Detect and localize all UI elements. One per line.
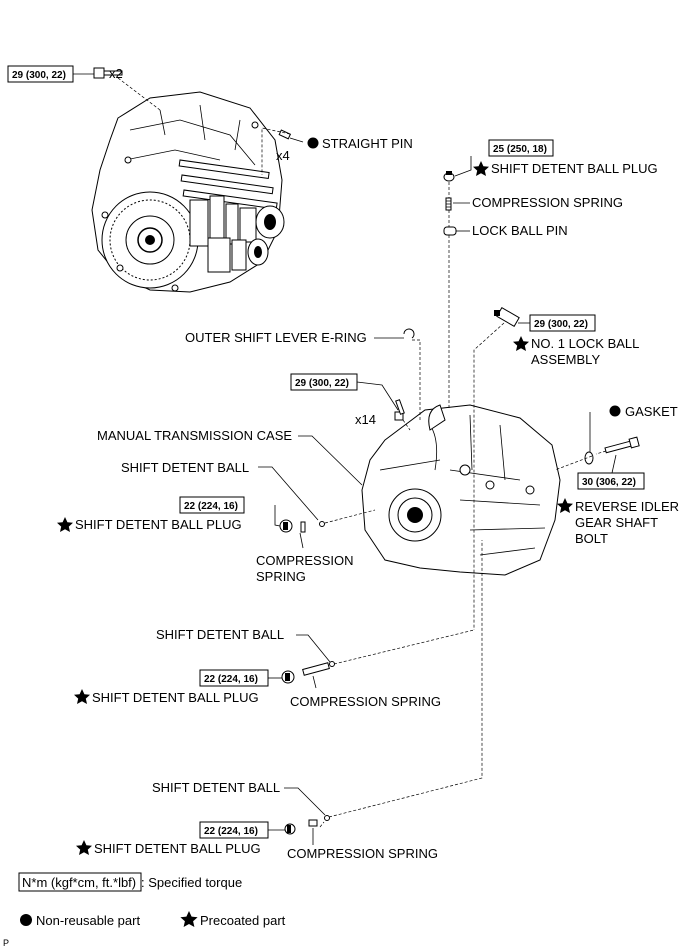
torque-box-plug2: 22 (224, 16) bbox=[199, 669, 269, 687]
plug3-label: SHIFT DETENT BALL PLUG bbox=[94, 841, 261, 856]
case-label: MANUAL TRANSMISSION CASE bbox=[97, 428, 292, 443]
plug1-label: SHIFT DETENT BALL PLUG bbox=[75, 517, 242, 532]
idler-label-line1: REVERSE IDLER bbox=[575, 499, 679, 514]
legend-non-reusable: Non-reusable part bbox=[36, 913, 140, 928]
ball3-label: SHIFT DETENT BALL bbox=[152, 780, 280, 795]
non-reusable-icon-straight-pin bbox=[307, 137, 319, 149]
lock-ball-label-line1: NO. 1 LOCK BALL bbox=[531, 336, 639, 351]
plug2-label: SHIFT DETENT BALL PLUG bbox=[92, 690, 259, 705]
svg-text:22 (224, 16): 22 (224, 16) bbox=[204, 674, 258, 685]
torque-box-idler: 30 (306, 22) bbox=[577, 472, 645, 490]
idler-label-line3: BOLT bbox=[575, 531, 608, 546]
spring1-label-line2: SPRING bbox=[256, 569, 306, 584]
torque-box-lock-ball: 29 (300, 22) bbox=[529, 314, 596, 332]
leader-lines bbox=[73, 73, 617, 845]
gasket-label: GASKET bbox=[625, 404, 678, 419]
spring3-label: COMPRESSION SPRING bbox=[287, 846, 438, 861]
svg-text:22 (224, 16): 22 (224, 16) bbox=[204, 826, 258, 837]
ball1-label: SHIFT DETENT BALL bbox=[121, 460, 249, 475]
torque-box-top-bolt: 29 (300, 22) bbox=[7, 65, 74, 83]
legend: N*m (kgf*cm, ft.*lbf) : Specified torque… bbox=[18, 872, 286, 928]
lock-ball-assembly-part bbox=[494, 306, 520, 328]
torque-box-plug1: 22 (224, 16) bbox=[179, 496, 245, 514]
e-ring-label: OUTER SHIFT LEVER E-RING bbox=[185, 330, 367, 345]
lock-ball-label-line2: ASSEMBLY bbox=[531, 352, 600, 367]
ball2-label: SHIFT DETENT BALL bbox=[156, 627, 284, 642]
precoated-icon-plug2 bbox=[74, 689, 90, 704]
upper-plug-part bbox=[443, 171, 455, 182]
svg-text:25 (250, 18): 25 (250, 18) bbox=[493, 144, 547, 155]
legend-torque-unit: N*m (kgf*cm, ft.*lbf) bbox=[22, 875, 136, 890]
spring2-label: COMPRESSION SPRING bbox=[290, 694, 441, 709]
case-bolt-part bbox=[394, 399, 405, 421]
torque-box-upper-plug: 25 (250, 18) bbox=[488, 139, 554, 157]
straight-pin-part bbox=[278, 129, 292, 140]
legend-torque-box bbox=[18, 872, 142, 892]
idler-bolt-part bbox=[604, 436, 640, 454]
torque-box-case-bolt: 29 (300, 22) bbox=[290, 373, 358, 391]
detent-set-1-parts bbox=[279, 519, 325, 533]
torque-box-plug3: 22 (224, 16) bbox=[199, 821, 269, 839]
non-reusable-legend-icon bbox=[20, 914, 32, 926]
precoated-icon-plug3 bbox=[76, 840, 92, 855]
case-bolt-qty: x14 bbox=[355, 412, 376, 427]
precoated-icon-lock-ball bbox=[513, 336, 529, 351]
svg-text:29 (300, 22): 29 (300, 22) bbox=[534, 319, 588, 330]
straight-pin-label: STRAIGHT PIN bbox=[322, 136, 413, 151]
upper-spring-label: COMPRESSION SPRING bbox=[472, 195, 623, 210]
precoated-legend-icon bbox=[180, 911, 198, 927]
svg-text:30 (306, 22): 30 (306, 22) bbox=[582, 477, 636, 488]
detent-set-3-parts bbox=[284, 815, 330, 835]
spring1-label-line1: COMPRESSION bbox=[256, 553, 354, 568]
detent-set-2-parts bbox=[281, 661, 335, 684]
lock-ball-pin-part bbox=[443, 226, 457, 236]
lock-ball-pin-label: LOCK BALL PIN bbox=[472, 223, 568, 238]
precoated-icon-upper-plug bbox=[473, 161, 489, 176]
top-bolt-qty: x2 bbox=[109, 66, 123, 81]
idler-label-line2: GEAR SHAFT bbox=[575, 515, 658, 530]
footer-code: P bbox=[3, 938, 9, 948]
non-reusable-icon-gasket bbox=[609, 405, 621, 417]
svg-text:29 (300, 22): 29 (300, 22) bbox=[12, 70, 66, 81]
svg-text:22 (224, 16): 22 (224, 16) bbox=[184, 501, 238, 512]
precoated-icon-plug1 bbox=[57, 517, 73, 532]
transaxle-assembly-illustration bbox=[91, 91, 285, 293]
legend-precoated: Precoated part bbox=[200, 913, 286, 928]
precoated-icon-idler bbox=[557, 498, 573, 513]
top-bolt-part bbox=[93, 67, 123, 79]
svg-text:29 (300, 22): 29 (300, 22) bbox=[295, 378, 349, 389]
upper-plug-label: SHIFT DETENT BALL PLUG bbox=[491, 161, 658, 176]
gasket-part bbox=[584, 451, 594, 465]
straight-pin-qty: x4 bbox=[276, 148, 290, 163]
legend-torque-desc: : Specified torque bbox=[141, 875, 242, 890]
upper-spring-part bbox=[445, 197, 452, 211]
transmission-case-illustration bbox=[361, 404, 561, 576]
alignment-lines bbox=[117, 77, 607, 828]
e-ring-part bbox=[403, 328, 415, 339]
